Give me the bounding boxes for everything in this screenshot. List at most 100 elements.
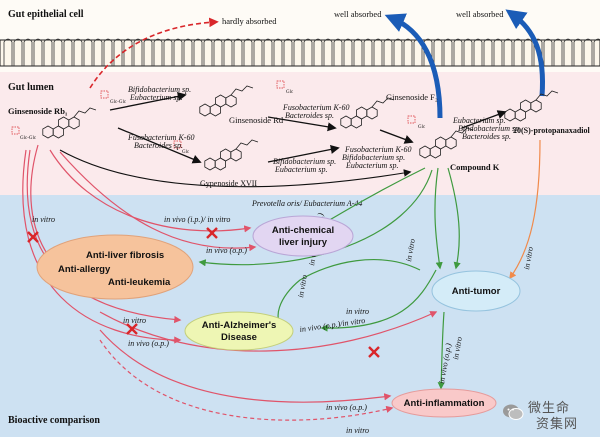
protopanaxadiol-structure xyxy=(504,90,559,122)
gxvii-to-ck-arrow xyxy=(267,144,340,163)
epithelial-cell xyxy=(183,38,193,66)
activity-node-alzheimer: Anti-Alzheimer's Disease xyxy=(184,311,294,351)
wechat-logo-icon xyxy=(503,404,524,420)
watermark-line1: 微生命 xyxy=(528,401,571,416)
epithelial-cell xyxy=(383,38,393,66)
edge-label-rb1-liver: in vitro xyxy=(32,215,55,224)
epithelial-cell xyxy=(403,38,413,66)
rb1-to-rd-arrow xyxy=(109,91,187,111)
ck-to-alzheimer-edge xyxy=(320,269,437,332)
epithelial-cell xyxy=(103,38,113,66)
epithelial-cell xyxy=(173,38,183,66)
epithelial-cell xyxy=(323,38,333,66)
epithelial-cell xyxy=(133,38,143,66)
bacteria-ck-ppd-2: Bifidobacterium sp. xyxy=(458,124,521,133)
edge-label-rb1-chem-vitro: in vivo (i.p.)/ in vitro xyxy=(164,215,230,224)
epithelial-cell xyxy=(13,38,23,66)
edge-label-ck-liver: in vitro xyxy=(296,274,309,298)
activity-anti-alzheimer-line1: Anti-Alzheimer's xyxy=(202,320,277,331)
hardly-absorbed-label: hardly absorbed xyxy=(222,16,277,26)
epithelial-cell xyxy=(373,38,383,66)
rd-to-f2-arrow xyxy=(267,116,337,132)
activity-node-liver: Anti-liver fibrosis Anti-allergy Anti-le… xyxy=(36,234,194,300)
epithelial-cell xyxy=(563,38,573,66)
wechat-watermark: 微生命 资集网 xyxy=(502,395,594,432)
bacteria-gxvii-ck-2: Eubacterium sp. xyxy=(274,165,327,174)
epithelial-cell xyxy=(463,38,473,66)
compound-k-label: Compound K xyxy=(450,162,500,172)
epithelial-cell xyxy=(113,38,123,66)
edge-label-rb1-chem-op: in vivo (o.p.) xyxy=(206,246,247,255)
epithelial-cell xyxy=(503,38,513,66)
epithelial-cell xyxy=(263,38,273,66)
epithelial-cell xyxy=(233,38,243,66)
bioactive-comparison-title: Bioactive comparison xyxy=(8,415,100,426)
epithelial-cell xyxy=(53,38,63,66)
blocked-mark xyxy=(27,231,39,243)
epithelial-cell xyxy=(523,38,533,66)
rb1-to-alzheimer-op-edge xyxy=(22,149,182,344)
gut-lumen-title: Gut lumen xyxy=(8,82,54,93)
protopanaxadiol-label: 20(S)-protopanaxadiol xyxy=(513,126,591,135)
epithelial-cell xyxy=(223,38,233,66)
activity-anti-chemical-line1: Anti-chemical xyxy=(272,225,334,236)
bacteria-rb1-gxvii-1: Fusobacterium K-60 xyxy=(127,133,194,142)
bacteria-f2-ck-3: Eubacterium sp. xyxy=(345,161,398,170)
edge-label-ppd-tumor: in vitro xyxy=(522,246,535,270)
epithelial-cell xyxy=(203,38,213,66)
epithelial-cell xyxy=(63,38,73,66)
bacteria-rb1-rd-1: Bifidobacterium sp. xyxy=(128,85,191,94)
epithelial-cell xyxy=(243,38,253,66)
ppd-absorbed-arrow xyxy=(505,9,546,97)
bacteria-ck-ppd-3: Bacteroides sp. xyxy=(462,132,511,141)
hardly-absorbed-arrow xyxy=(89,17,219,89)
activity-anti-chemical-line2: liver injury xyxy=(279,237,328,248)
epithelial-cell xyxy=(473,38,483,66)
epithelial-cell xyxy=(443,38,453,66)
ck-to-tumor-edge-2 xyxy=(447,167,461,270)
epithelial-cell xyxy=(93,38,103,66)
ginsenoside-rd-label: Ginsenoside Rd xyxy=(229,115,284,125)
bacteria-rd-f2-2: Bacteroides sp. xyxy=(285,111,334,120)
epithelial-cell xyxy=(343,38,353,66)
compound-k-structure xyxy=(419,127,474,159)
ck-to-inflammation-edge xyxy=(437,311,445,390)
activity-node-chemical-liver: Anti-chemical liver injury xyxy=(252,215,354,257)
watermark-line2: 资集网 xyxy=(536,417,579,432)
sugar-label-rb1-3: Glc-Glc xyxy=(20,136,37,141)
rb1-to-gxvii-arrow xyxy=(117,127,202,164)
epithelial-cell-title: Gut epithelial cell xyxy=(8,9,84,20)
epithelial-cell-layer xyxy=(0,38,600,67)
ck-to-ppd-arrow xyxy=(461,110,507,129)
sugar-highlight-box xyxy=(407,115,416,124)
epithelial-cell xyxy=(353,38,363,66)
ginsenoside-rd-structure xyxy=(199,85,254,117)
epithelial-cell xyxy=(583,38,593,66)
epithelium-band xyxy=(0,39,600,67)
edge-label-rb1-alz-op: in vivo (o.p.) xyxy=(128,339,169,348)
epithelial-cell xyxy=(543,38,553,66)
activity-anti-allergy: Anti-allergy xyxy=(58,264,111,275)
activity-node-tumor: Anti-tumor xyxy=(431,270,521,312)
sugar-label-f2: Glc xyxy=(418,125,426,130)
epithelial-cell xyxy=(163,38,173,66)
sugar-label-rd: Glc xyxy=(286,90,294,95)
epithelial-cell xyxy=(593,38,600,66)
edge-label-rb1-inflam-vitro: in vitro xyxy=(346,426,369,435)
ginsenoside-rb1-structure xyxy=(42,107,97,139)
epithelial-cell xyxy=(363,38,373,66)
epithelial-cell xyxy=(253,38,263,66)
epithelial-cell xyxy=(283,38,293,66)
gut-lumen-region xyxy=(0,72,600,197)
activity-anti-leukemia: Anti-leukemia xyxy=(108,277,171,288)
edge-label-rb1-alz-vitro: in vitro xyxy=(123,316,146,325)
bacteria-gxvii-ck-1: Bifidobacterium sp. xyxy=(273,157,336,166)
bacteria-rb1-ck: Prevotella oris/ Eubacterium A-44 xyxy=(251,199,362,208)
sugar-label-gxvii: Glc xyxy=(182,150,190,155)
blocked-mark xyxy=(368,346,380,358)
rb1-to-tumor-edge xyxy=(99,311,438,352)
blocked-mark xyxy=(206,227,218,239)
edge-label-rb1-inflam-op: in vivo (o.p.) xyxy=(326,403,367,412)
